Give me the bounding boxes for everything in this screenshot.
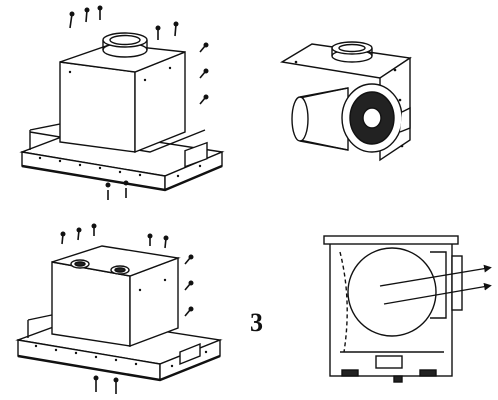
figure-label: 3 [250, 308, 263, 337]
panel-hood-vertical-exhaust [19, 32, 225, 192]
airflow-arrows [379, 264, 492, 305]
panel-blower-motor-assembly [280, 41, 412, 162]
screw-heads-1 [69, 5, 209, 188]
screw-heads-3 [60, 223, 194, 383]
panel-side-view-horizontal-exhaust [323, 235, 463, 383]
panel-hood-recirculating [15, 245, 223, 382]
screw-arrows-top-3 [61, 226, 191, 394]
